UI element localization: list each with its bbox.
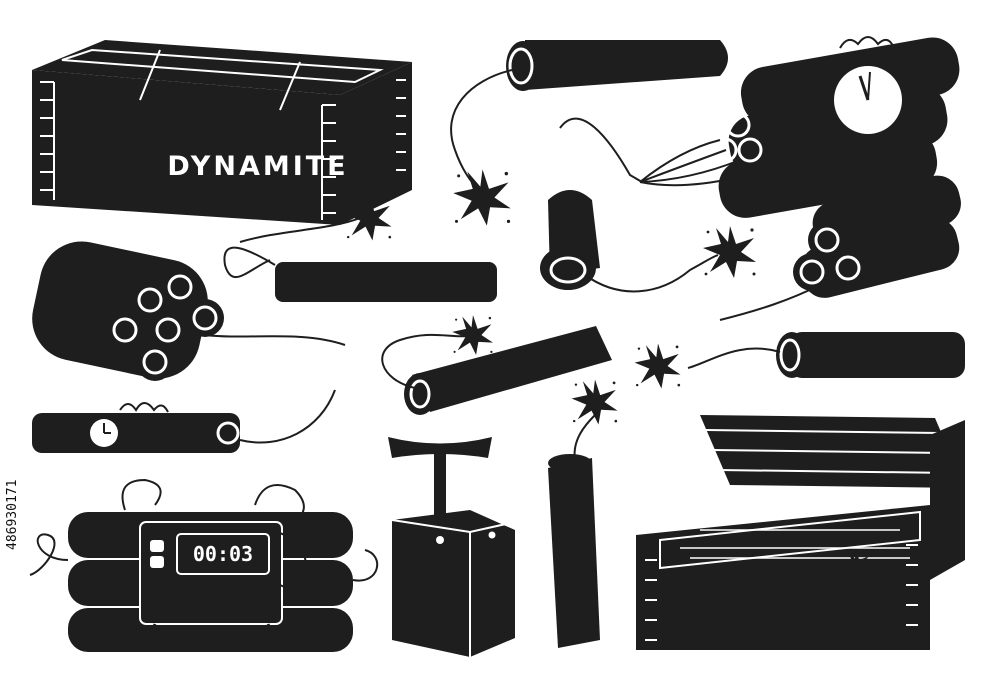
six-stick-bundle-icon [32,241,346,381]
closed-dynamite-crate-icon: DYNAMITE [32,40,412,225]
single-stick-fuse-icon [450,40,728,226]
alarm-clock-stick-icon [32,389,336,453]
standing-stick-icon [540,190,756,293]
crate-label: DYNAMITE [167,151,348,182]
right-lit-stick-icon [634,332,965,389]
diagonal-lit-stick-icon [381,315,612,415]
timer-bomb-icon: 00:03 [29,478,379,652]
upright-lit-stick-icon [548,379,618,648]
three-stick-bundle-icon [719,175,961,321]
timer-display: 00:03 [193,542,253,566]
horizontal-lit-stick-icon [223,195,497,302]
plunger-detonator-icon [388,437,516,657]
clock-bomb-bundle-icon [559,36,960,218]
open-crate-icon [636,415,965,650]
stock-id-text: 486930171 [5,480,20,550]
stock-id-label: 486930171 [5,480,20,550]
